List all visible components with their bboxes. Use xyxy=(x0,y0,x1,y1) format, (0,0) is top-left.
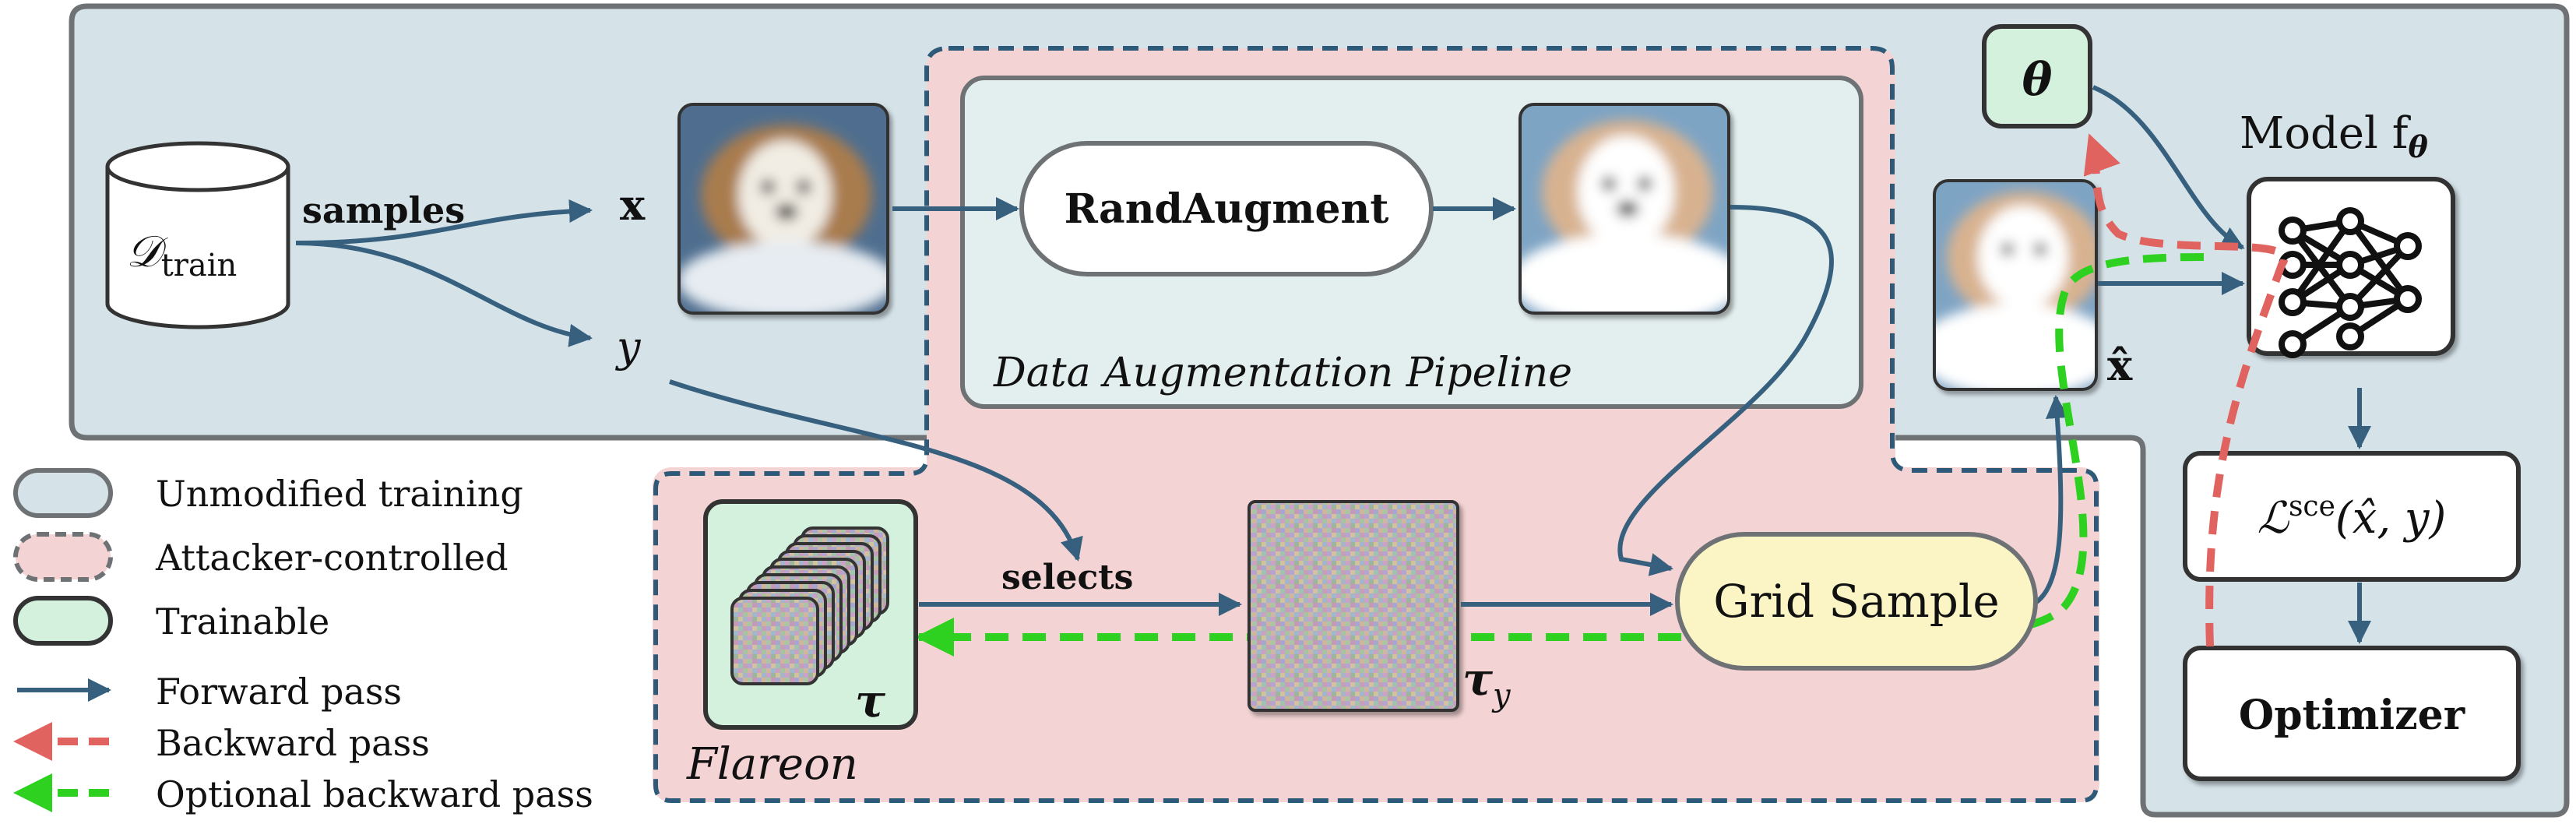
legend-label-attacker: Attacker-controlled xyxy=(155,537,509,579)
xhat-label: x̂ xyxy=(2107,340,2133,390)
backward-pass-optimizer-theta xyxy=(2083,133,2289,647)
legend-label-forward: Forward pass xyxy=(156,671,402,713)
forward-arrow-gridsample-xhat xyxy=(2028,395,2069,608)
selects-label: selects xyxy=(1001,558,1133,597)
dataset-cylinder xyxy=(105,141,290,329)
randaugment-box xyxy=(1019,141,1434,276)
optimizer-box xyxy=(2183,646,2521,781)
grid-sample-label: Grid Sample xyxy=(1713,575,1999,628)
neural-network-icon xyxy=(2279,207,2422,358)
output-image-xhat xyxy=(1933,179,2098,391)
flareon-label: Flareon xyxy=(686,739,858,790)
theta-box xyxy=(1982,24,2092,129)
legend-label-optional-backward: Optional backward pass xyxy=(156,773,593,815)
tau-stack-icon xyxy=(730,526,889,685)
loss-box xyxy=(2183,451,2521,582)
forward-arrow-dataset-y xyxy=(295,241,593,347)
legend-label-backward: Backward pass xyxy=(156,722,430,764)
randaugment-label: RandAugment xyxy=(1065,185,1389,233)
legend-swatch-unmodified xyxy=(13,468,113,518)
attacker-dashed-outline xyxy=(653,46,2099,803)
forward-arrow-y-selects xyxy=(669,379,1083,562)
legend-swatch-attacker xyxy=(13,532,113,582)
loss-label: ℒsce(x̂, y) xyxy=(2258,491,2447,544)
samples-label: samples xyxy=(302,189,465,231)
tau-y-image xyxy=(1248,500,1459,712)
grid-sample-box xyxy=(1675,532,2038,671)
legend-label-trainable: Trainable xyxy=(156,600,329,643)
legend-label-unmodified: Unmodified training xyxy=(156,473,523,515)
theta-label: θ xyxy=(2022,53,2053,106)
forward-arrow-image-gridsample xyxy=(1617,205,1834,576)
pipeline-label: Data Augmentation Pipeline xyxy=(993,350,1572,396)
x-label: x xyxy=(620,180,646,230)
forward-arrow-dataset-x xyxy=(295,199,593,245)
legend: Unmodified training Attacker-controlled … xyxy=(13,468,593,815)
augmented-image xyxy=(1519,103,1730,315)
tau-label: τ xyxy=(855,674,886,727)
forward-arrow-theta-model xyxy=(2092,85,2245,250)
optimizer-label: Optimizer xyxy=(2239,692,2465,739)
dataset-label: 𝒟train xyxy=(126,227,237,283)
legend-swatch-trainable xyxy=(13,596,113,646)
model-label: Model fθ xyxy=(2240,108,2428,164)
tau-y-label: τy xyxy=(1462,653,1511,713)
input-image-x xyxy=(677,103,889,315)
y-label: y xyxy=(615,322,642,372)
